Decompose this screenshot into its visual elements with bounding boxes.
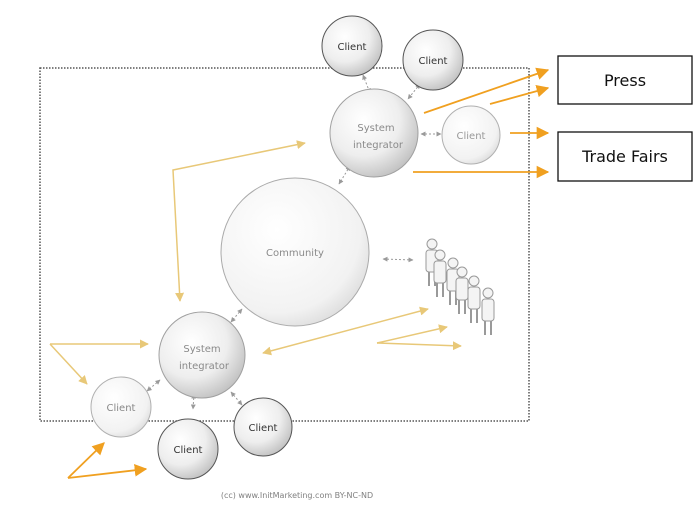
- system-integrator-bottom-label-line2: integrator: [179, 361, 230, 372]
- node-connectors: [146, 74, 442, 410]
- trade-fairs-label: Trade Fairs: [581, 147, 668, 166]
- client-bottom-left-label: Client: [107, 403, 136, 414]
- orange-flow-arrows: [67, 67, 550, 479]
- client-bottom-center-label: Client: [174, 445, 203, 456]
- client-right-node: Client: [441, 105, 501, 165]
- client-bottom-center-node: Client: [157, 418, 219, 480]
- client-bottom-right-label: Client: [249, 423, 278, 434]
- trade-fairs-box: Trade Fairs: [557, 131, 693, 182]
- client-top-right-node: Client: [402, 29, 464, 91]
- credit-text: (cc) www.InitMarketing.com BY-NC-ND: [221, 491, 373, 500]
- client-bottom-right-node: Client: [233, 397, 293, 457]
- client-right-label: Client: [457, 131, 486, 142]
- client-top-right-label: Client: [419, 56, 448, 67]
- client-top-left-label: Client: [338, 42, 367, 53]
- press-label: Press: [604, 71, 646, 90]
- system-integrator-top-label-line1: System: [357, 123, 394, 134]
- system-integrator-top-node: System integrator: [329, 88, 419, 178]
- light-flow-arrows: [49, 140, 462, 385]
- system-integrator-bottom-node: System integrator: [158, 311, 246, 399]
- community-members-figure: [425, 238, 495, 336]
- press-box: Press: [557, 55, 693, 105]
- community-label: Community: [266, 248, 324, 259]
- community-node: Community: [220, 177, 370, 327]
- system-integrator-bottom-label-line1: System: [183, 344, 220, 355]
- system-integrator-top-label-line2: integrator: [353, 140, 404, 151]
- client-top-left-node: Client: [321, 15, 383, 77]
- client-bottom-left-node: Client: [90, 376, 152, 438]
